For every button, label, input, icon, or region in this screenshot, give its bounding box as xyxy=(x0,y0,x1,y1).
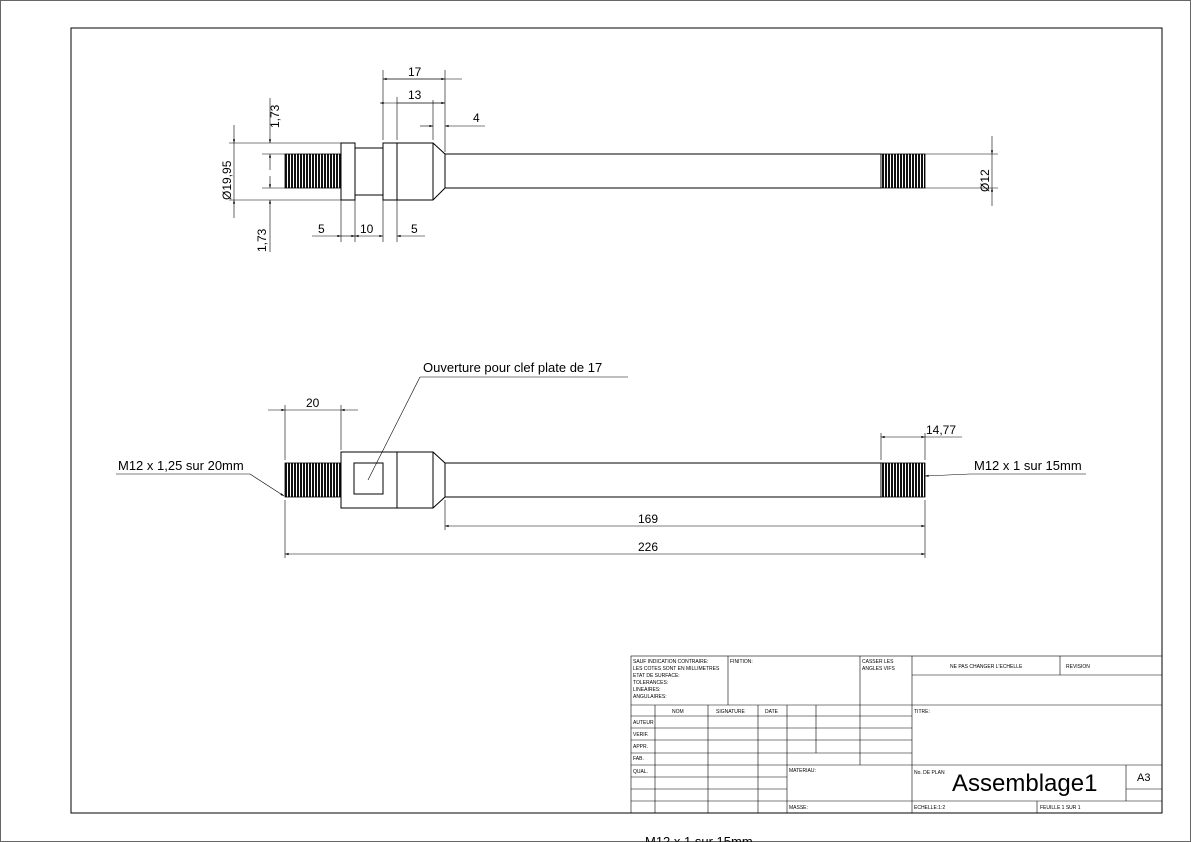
materiau-label: MATERIAU: xyxy=(789,768,816,774)
col-signature: SIGNATURE xyxy=(716,709,745,715)
echelle-label: ECHELLE:1:2 xyxy=(914,805,945,811)
no-de-plan-label: No. DE PLAN xyxy=(914,770,945,776)
casser-angles-label: CASSER LES ANGLES VIFS xyxy=(862,659,895,672)
col-nom: NOM xyxy=(672,709,684,715)
row-verif: VERIF. xyxy=(633,732,649,738)
sheet-border-inner xyxy=(70,27,1163,814)
dim-14-77: 14,77 xyxy=(926,423,956,437)
label-right-thread: M12 x 1 sur 15mm xyxy=(974,458,1082,473)
left-thread-front xyxy=(284,462,342,498)
dim-1-73-top: 1,73 xyxy=(268,104,282,128)
right-thread xyxy=(880,153,926,189)
ne-pas-changer-label: NE PAS CHANGER L'ECHELLE xyxy=(950,664,1023,670)
dim-17: 17 xyxy=(408,65,422,79)
row-qual: QUAL. xyxy=(633,769,648,775)
dim-5-right: 5 xyxy=(411,222,418,236)
callout-wrench: Ouverture pour clef plate de 17 xyxy=(423,360,602,375)
hex-body-front xyxy=(340,451,446,509)
shaft xyxy=(444,153,882,189)
dim-4: 4 xyxy=(473,111,480,125)
collar xyxy=(340,142,398,201)
dim-diameter-right: Ø12 xyxy=(978,169,992,192)
footer-cut-label: M12 x 1 sur 15mm xyxy=(645,834,753,842)
dim-1-73-bottom: 1,73 xyxy=(255,228,269,252)
finition-label: FINITION: xyxy=(730,659,753,665)
general-notes: SAUF INDICATION CONTRAIRE: LES COTES SON… xyxy=(633,659,721,700)
title-block: SAUF INDICATION CONTRAIRE: LES COTES SON… xyxy=(630,655,1163,814)
shaft-front xyxy=(444,462,882,498)
sheet-size: A3 xyxy=(1137,772,1150,784)
feuille-label: FEUILLE 1 SUR 1 xyxy=(1040,805,1081,811)
dim-20: 20 xyxy=(306,396,320,410)
dim-226: 226 xyxy=(638,540,658,554)
dim-10: 10 xyxy=(360,222,374,236)
label-left-thread: M12 x 1,25 sur 20mm xyxy=(118,458,244,473)
titre-label: TITRE: xyxy=(914,709,930,715)
hex-body xyxy=(396,142,446,201)
front-view: Ouverture pour clef plate de 17 M12 x 1,… xyxy=(116,360,1086,558)
dim-13: 13 xyxy=(408,88,422,102)
revision-label: REVISION xyxy=(1066,664,1090,670)
dim-diameter-left: Ø19,95 xyxy=(220,160,234,200)
row-auteur: AUTEUR xyxy=(633,720,654,726)
right-thread-front xyxy=(880,462,926,498)
row-appr: APPR. xyxy=(633,744,648,750)
left-thread xyxy=(284,153,342,189)
dim-5-left: 5 xyxy=(318,222,325,236)
drawing-name: Assemblage1 xyxy=(952,770,1097,797)
top-view: 17 13 4 1,73 1,73 Ø19,95 Ø12 xyxy=(220,65,998,252)
row-fab: FAB. xyxy=(633,756,644,762)
wrench-flat xyxy=(353,462,384,495)
col-date: DATE xyxy=(765,709,779,715)
masse-label: MASSE: xyxy=(789,805,808,811)
dim-169: 169 xyxy=(638,512,658,526)
